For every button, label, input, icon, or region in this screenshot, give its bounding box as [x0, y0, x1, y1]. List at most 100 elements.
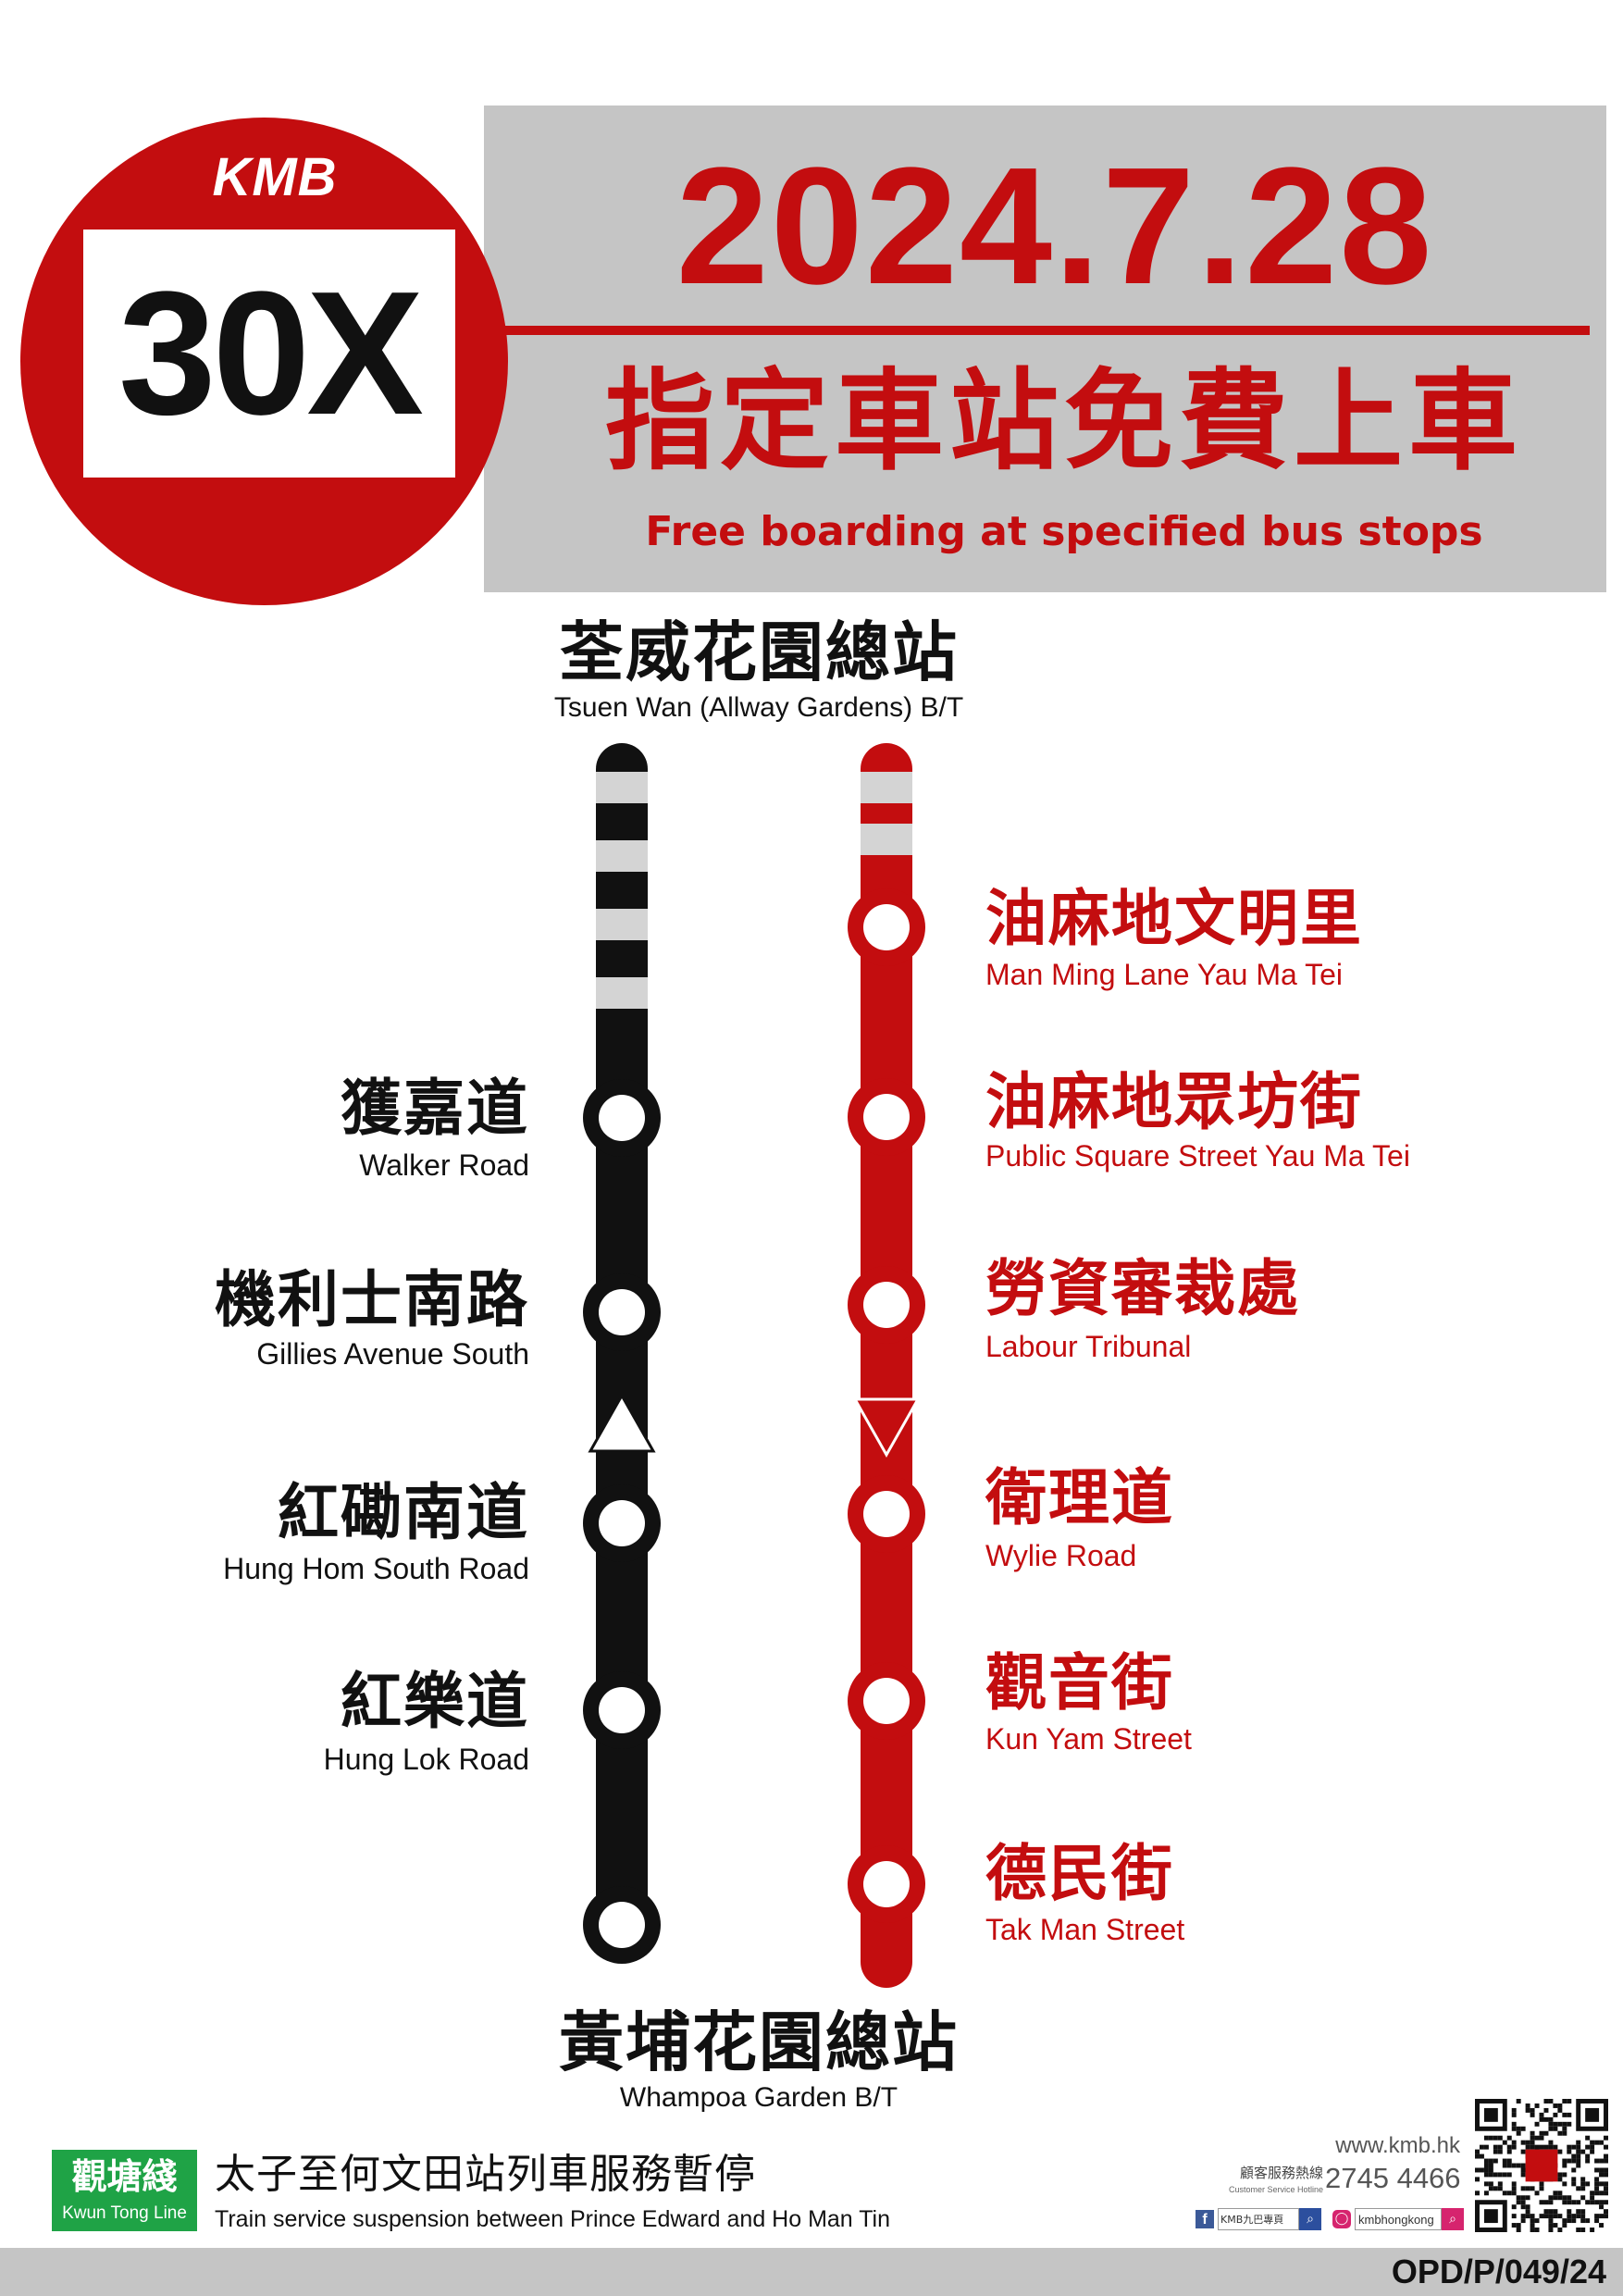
qr-module — [1539, 2130, 1544, 2136]
qr-module — [1520, 2126, 1526, 2131]
qr-module — [1604, 2135, 1608, 2141]
qr-module — [1530, 2186, 1535, 2191]
inbound-stripe-0 — [596, 772, 648, 803]
hotline-number[interactable]: 2745 4466 — [1325, 2162, 1461, 2194]
qr-module — [1567, 2209, 1572, 2215]
qr-module — [1562, 2172, 1567, 2178]
qr-module — [1511, 2186, 1517, 2191]
kwun-tong-line-badge-zh: 觀塘綫 — [71, 2155, 178, 2197]
qr-module — [1483, 2135, 1489, 2141]
qr-module — [1567, 2158, 1572, 2164]
search-icon[interactable]: ⌕ — [1442, 2208, 1464, 2230]
instagram-handle-label[interactable]: kmbhongkong — [1355, 2208, 1442, 2230]
qr-module — [1511, 2214, 1517, 2219]
qr-module — [1534, 2144, 1540, 2150]
website-link[interactable]: www.kmb.hk — [1335, 2133, 1460, 2158]
qr-module — [1497, 2135, 1503, 2141]
kwun-tong-line-badge-en: Kwun Tong Line — [62, 2203, 187, 2223]
qr-module — [1543, 2209, 1549, 2215]
qr-module — [1520, 2167, 1526, 2173]
qr-module — [1599, 2214, 1604, 2219]
stop-man-ming-lane-en: Man Ming Lane Yau Ma Tei — [985, 958, 1344, 991]
terminus-bottom-name-zh: 黃埔花園總站 — [559, 2004, 959, 2080]
qr-module — [1483, 2158, 1489, 2164]
qr-module — [1520, 2195, 1526, 2201]
qr-module — [1511, 2126, 1517, 2131]
terminus-top-name-en: Tsuen Wan (Allway Gardens) B/T — [553, 692, 964, 723]
qr-module — [1571, 2158, 1577, 2164]
qr-module — [1493, 2172, 1498, 2178]
qr-module — [1520, 2149, 1526, 2154]
qr-module — [1493, 2186, 1498, 2191]
title-english: Free boarding at specified bus stops — [645, 508, 1483, 555]
facebook-page-label[interactable]: KMB九巴專頁 — [1218, 2208, 1299, 2230]
qr-code-icon[interactable] — [1475, 2099, 1608, 2232]
facebook-icon[interactable]: f — [1196, 2210, 1214, 2228]
instagram-icon[interactable]: ◯ — [1332, 2210, 1351, 2228]
qr-module — [1525, 2107, 1530, 2113]
service-notice-en: Train service suspension between Prince … — [215, 2206, 891, 2232]
qr-module — [1534, 2135, 1540, 2141]
qr-module — [1493, 2158, 1498, 2164]
qr-module — [1516, 2126, 1521, 2131]
stop-tak-man-street-en: Tak Man Street — [985, 1913, 1185, 1946]
qr-module — [1488, 2135, 1493, 2141]
qr-module — [1488, 2167, 1493, 2173]
qr-module — [1599, 2181, 1604, 2187]
qr-module — [1562, 2181, 1567, 2187]
qr-module — [1557, 2228, 1563, 2232]
qr-module — [1553, 2209, 1558, 2215]
qr-module — [1576, 2200, 1581, 2205]
qr-module — [1543, 2214, 1549, 2219]
qr-module — [1576, 2214, 1581, 2219]
qr-module — [1604, 2181, 1608, 2187]
qr-module — [1590, 2140, 1595, 2145]
qr-module — [1557, 2177, 1563, 2182]
qr-module — [1594, 2214, 1600, 2219]
qr-module — [1553, 2195, 1558, 2201]
qr-module — [1604, 2186, 1608, 2191]
qr-module — [1530, 2112, 1535, 2117]
qr-module — [1511, 2144, 1517, 2150]
qr-module — [1585, 2135, 1591, 2141]
qr-module — [1594, 2186, 1600, 2191]
kwun-tong-line-badge: 觀塘綫 Kwun Tong Line — [52, 2150, 197, 2231]
qr-module — [1557, 2130, 1563, 2136]
qr-module — [1534, 2191, 1540, 2196]
inbound-stripe-3 — [596, 977, 648, 1009]
inbound-stop-marker-2-inner — [599, 1500, 645, 1546]
stop-labour-tribunal-zh: 勞資審裁處 — [985, 1253, 1300, 1324]
qr-center-logo — [1525, 2149, 1558, 2182]
qr-module — [1548, 2223, 1554, 2228]
qr-module — [1567, 2195, 1572, 2201]
stop-wylie-road-en: Wylie Road — [985, 1539, 1137, 1572]
qr-module — [1502, 2140, 1507, 2145]
qr-module — [1580, 2186, 1586, 2191]
qr-module — [1585, 2153, 1591, 2159]
terminus-bottom-name-en: Whampoa Garden B/T — [619, 2082, 898, 2113]
qr-module — [1576, 2186, 1581, 2191]
qr-module — [1553, 2103, 1558, 2108]
qr-module — [1604, 2158, 1608, 2164]
qr-module — [1571, 2214, 1577, 2219]
qr-module — [1525, 2144, 1530, 2150]
qr-module — [1553, 2121, 1558, 2127]
qr-module — [1576, 2144, 1581, 2150]
qr-module — [1525, 2195, 1530, 2201]
qr-module — [1594, 2167, 1600, 2173]
stop-gillies-avenue-south-zh: 機利士南路 — [215, 1264, 529, 1335]
search-icon[interactable]: ⌕ — [1299, 2208, 1321, 2230]
qr-module — [1506, 2191, 1512, 2196]
qr-module — [1511, 2107, 1517, 2113]
qr-module — [1548, 2200, 1554, 2205]
qr-module — [1493, 2149, 1498, 2154]
qr-module — [1590, 2200, 1595, 2205]
stop-man-ming-lane-zh: 油麻地文明里 — [985, 883, 1363, 954]
qr-finder-eye-2 — [1483, 2209, 1498, 2224]
qr-module — [1604, 2200, 1608, 2205]
stop-tak-man-street-zh: 德民街 — [985, 1838, 1174, 1909]
qr-module — [1553, 2126, 1558, 2131]
qr-module — [1562, 2099, 1567, 2104]
qr-module — [1553, 2191, 1558, 2196]
